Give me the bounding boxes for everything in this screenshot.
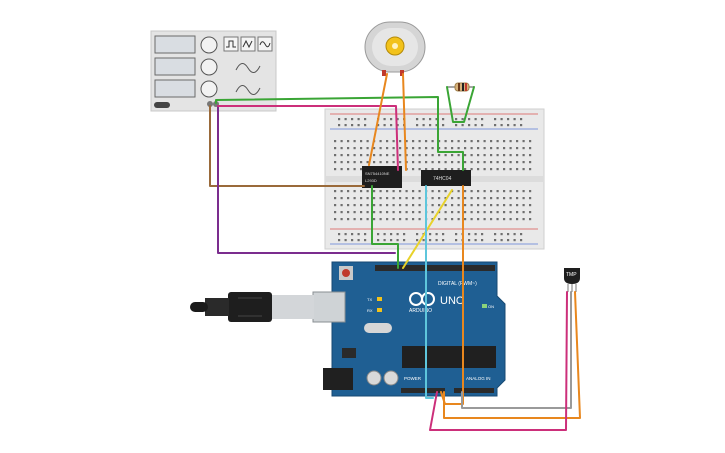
- on-led-label: ON: [488, 304, 494, 309]
- usb-cable-icon[interactable]: [190, 292, 314, 322]
- function-generator[interactable]: [150, 30, 277, 112]
- analog-pins-label: ANALOG IN: [466, 376, 491, 381]
- wire-gray-sensor: [461, 291, 572, 409]
- temperature-sensor[interactable]: TMP: [564, 268, 580, 292]
- square-wave-icon[interactable]: [223, 36, 239, 52]
- arduino-model: UNO: [440, 295, 465, 307]
- inverter-chip-label: 74HC04: [433, 176, 452, 182]
- wire-cyan: [425, 185, 434, 399]
- wire-purple-fg: [217, 105, 396, 254]
- sine-wave-icon[interactable]: [257, 36, 273, 52]
- digital-pins-label: DIGITAL (PWM~): [438, 281, 477, 287]
- wire-brown-fg-signal: [209, 105, 365, 187]
- wire-magenta-top: [217, 105, 399, 171]
- wire-magenta-sensor: [429, 291, 568, 431]
- wire-orange-motor-2: [402, 73, 407, 171]
- resistor-icon[interactable]: [447, 82, 474, 92]
- arduino-uno[interactable]: ARDUINO UNO DIGITAL (PWM~) POWER ANALOG …: [312, 261, 506, 397]
- wires: [209, 73, 581, 431]
- wire-green-fg-ground: [215, 96, 464, 171]
- wire-yellow: [402, 189, 453, 269]
- power-pins-label: POWER: [404, 376, 422, 381]
- motor-driver-chip[interactable]: SN754410NE L293D: [362, 166, 402, 188]
- triangle-wave-icon[interactable]: [240, 36, 256, 52]
- driver-chip-sublabel: L293D: [365, 178, 377, 183]
- wire-green-chip-arduino: [371, 185, 399, 269]
- wire-orange-motor: [368, 73, 388, 166]
- sensor-label: TMP: [566, 272, 577, 278]
- wire-orange-sensor: [443, 291, 581, 419]
- inverter-chip[interactable]: 74HC04: [421, 170, 471, 186]
- rx-label: RX: [367, 308, 373, 313]
- dc-motor-icon[interactable]: [364, 21, 426, 76]
- wire-green-resistor: [446, 86, 475, 123]
- driver-chip-label: SN754410NE: [365, 171, 390, 176]
- arduino-brand: ARDUINO: [409, 308, 432, 314]
- tx-label: TX: [367, 297, 372, 302]
